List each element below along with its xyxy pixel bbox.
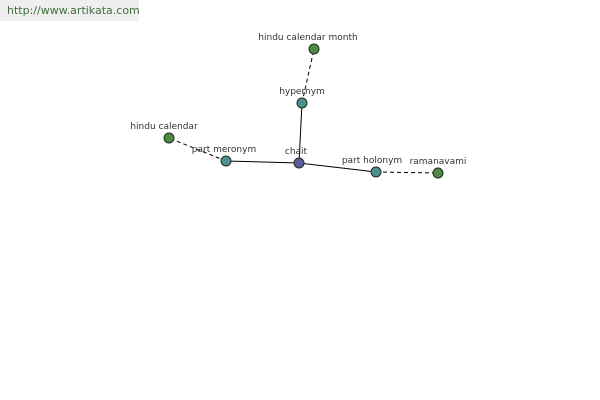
edge-hypernym-to-hindu-calendar-month bbox=[301, 48, 315, 104]
node-hindu-calendar-month[interactable] bbox=[308, 43, 320, 55]
graph-edges bbox=[168, 48, 439, 174]
node-label-hindu-calendar: hindu calendar bbox=[130, 122, 198, 132]
edge-part-holonym-to-ramanavami bbox=[375, 171, 439, 174]
node-hypernym[interactable] bbox=[296, 97, 308, 109]
node-label-ramanavami: ramanavami bbox=[410, 157, 467, 167]
node-label-hindu-calendar-month: hindu calendar month bbox=[258, 33, 357, 43]
node-label-chait: chait bbox=[285, 147, 308, 157]
node-part-meronym[interactable] bbox=[220, 155, 232, 167]
node-chait[interactable] bbox=[293, 157, 305, 169]
node-label-part-holonym: part holonym bbox=[342, 156, 402, 166]
node-label-hypernym: hypernym bbox=[279, 87, 325, 97]
edge-chait-to-part-meronym bbox=[225, 160, 300, 164]
node-label-part-meronym: part meronym bbox=[192, 145, 256, 155]
node-ramanavami[interactable] bbox=[432, 167, 444, 179]
edge-chait-to-part-holonym bbox=[298, 162, 377, 173]
node-part-holonym[interactable] bbox=[370, 166, 382, 178]
edge-chait-to-hypernym bbox=[298, 102, 303, 164]
graph-nodes bbox=[163, 43, 444, 179]
source-url[interactable]: http://www.artikata.com bbox=[0, 0, 140, 21]
node-hindu-calendar[interactable] bbox=[163, 132, 175, 144]
edge-part-meronym-to-hindu-calendar bbox=[168, 137, 227, 162]
graph-labels: chait hypernym hindu calendar month part me… bbox=[130, 33, 466, 167]
